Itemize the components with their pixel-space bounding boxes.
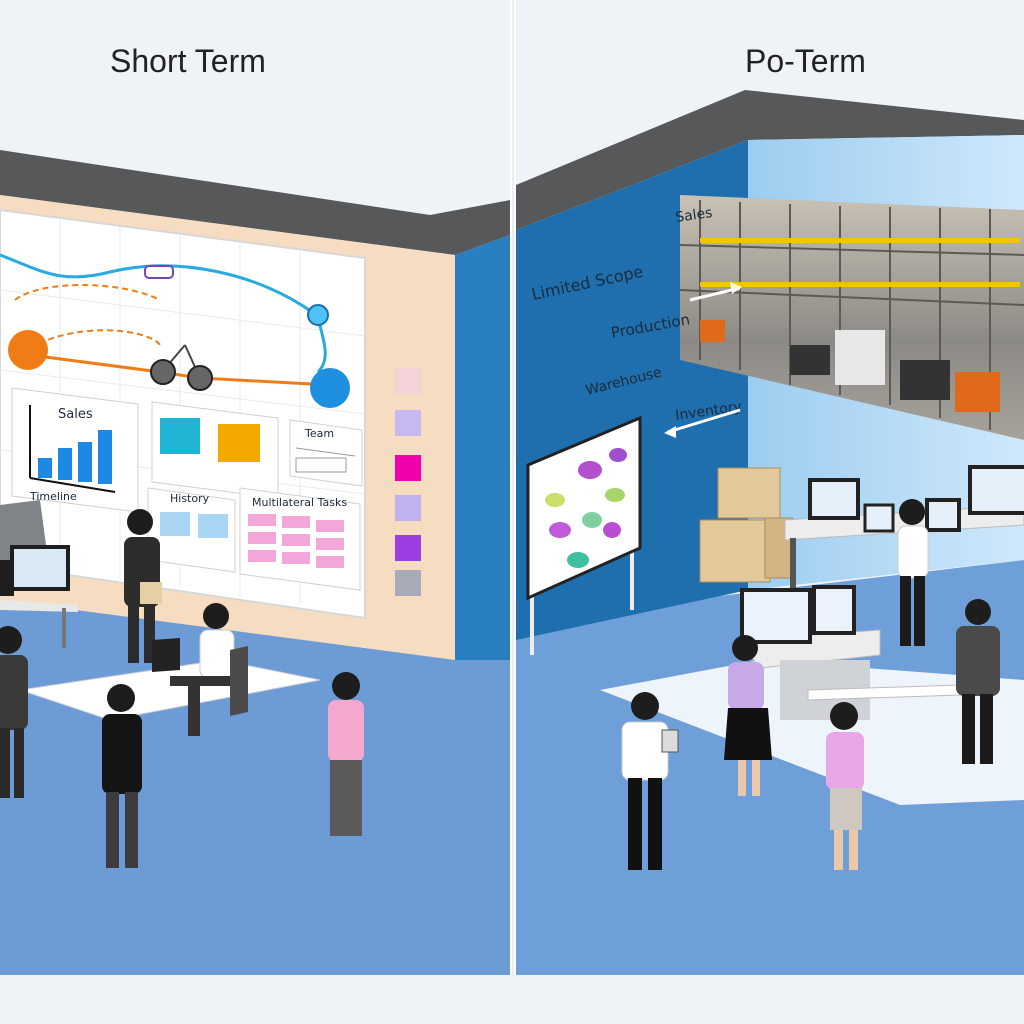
sticky-notes	[395, 368, 421, 596]
timeline-label: Timeline	[29, 490, 77, 503]
person-left-edge	[0, 626, 28, 798]
person-standing-suit	[124, 509, 162, 663]
person-pink-shirt	[328, 672, 364, 836]
flow-line-top	[0, 253, 313, 314]
sales-label: Sales	[58, 407, 93, 422]
right-table	[807, 684, 961, 701]
arrow-inventory-head	[664, 426, 676, 438]
purple-tag	[144, 265, 174, 279]
wall-label-sales: Sales	[674, 205, 713, 226]
blue-node	[310, 368, 350, 408]
multi-task-cells	[248, 514, 344, 568]
multi-tasks-label: Multilateral Tasks	[252, 496, 347, 509]
right-panel-title: Po-Term	[745, 43, 866, 79]
history-label: History	[170, 492, 210, 505]
grey-node-1	[150, 359, 176, 385]
right-floor	[516, 560, 1024, 975]
cardboard-boxes	[699, 467, 794, 583]
cyan-node-small	[307, 304, 329, 326]
sales-bar-3	[78, 442, 92, 482]
orange-node	[8, 330, 48, 370]
forklifts	[700, 320, 1000, 412]
sales-bar-1	[38, 458, 52, 478]
team-box	[289, 419, 363, 487]
cyan-square	[160, 418, 200, 454]
easel-board	[526, 415, 642, 655]
person-grey-jacket	[956, 599, 1000, 764]
amber-square	[218, 424, 260, 462]
back-desk	[784, 465, 1024, 598]
person-seated-laptop	[152, 603, 248, 736]
left-wall-top	[0, 150, 510, 255]
right-panel: Sales Limited Scope Production Warehouse…	[516, 90, 1024, 975]
left-workstation	[0, 500, 78, 648]
team-field	[295, 457, 347, 473]
sales-bar-2	[58, 448, 72, 480]
flow-line-dashed	[14, 284, 161, 301]
left-return-wall	[455, 235, 510, 660]
sales-bar-4	[98, 430, 112, 484]
arrow-inventory	[667, 408, 741, 434]
sales-x-axis	[29, 477, 116, 493]
history-block-1	[160, 512, 190, 536]
team-line-1	[295, 447, 356, 457]
history-box	[147, 487, 236, 573]
left-panel: Sales Timeline Team History Multilateral…	[0, 150, 510, 975]
flow-line-main	[29, 353, 331, 387]
bottom-strip	[0, 975, 1024, 1024]
person-clipboard	[621, 692, 679, 870]
flow-line-dashed-2	[29, 329, 161, 349]
person-white-shirt-back	[897, 499, 929, 646]
factory-beams	[700, 238, 1020, 287]
front-desk	[737, 585, 881, 720]
arrow-production-head	[730, 282, 742, 294]
right-wall-top	[516, 90, 1024, 230]
grey-node-2	[187, 365, 213, 391]
person-black-shirt	[102, 684, 142, 868]
person-lavender-shirt	[724, 635, 772, 796]
person-pink-blouse	[826, 702, 864, 870]
history-block-2	[198, 514, 228, 538]
team-label: Team	[304, 427, 334, 440]
left-panel-title: Short Term	[110, 43, 266, 79]
